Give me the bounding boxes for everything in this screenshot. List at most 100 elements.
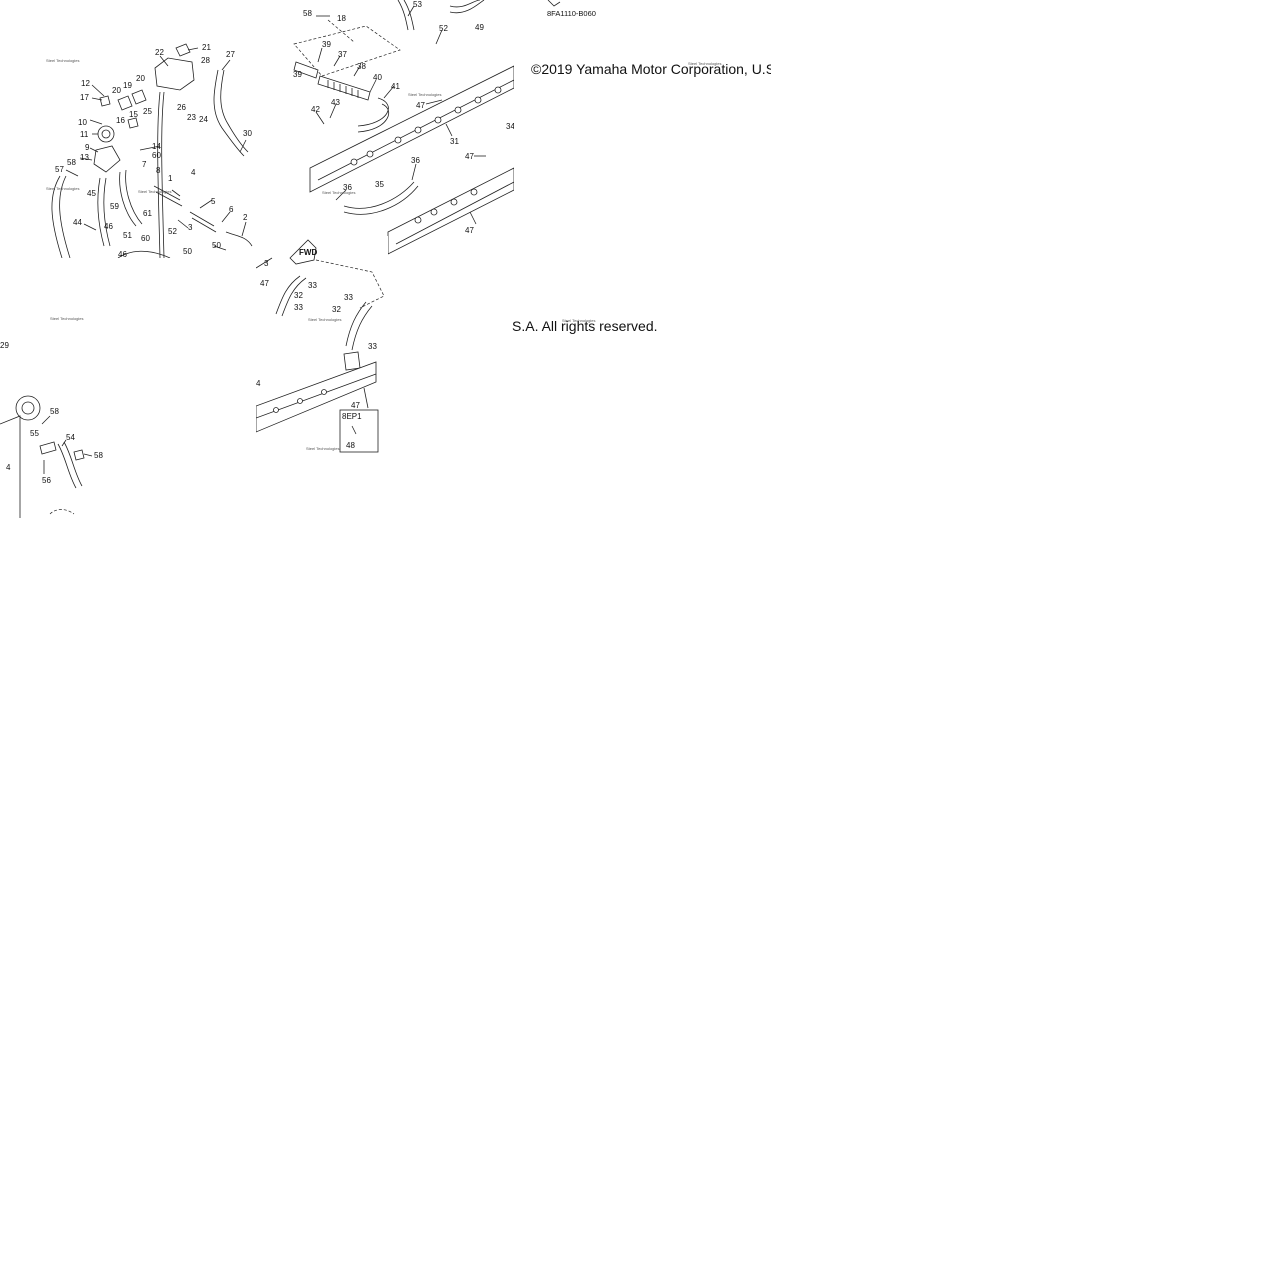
callout-46a: 46: [104, 222, 113, 231]
callout-b-43: 43: [331, 98, 340, 107]
callout-57: 57: [55, 165, 64, 174]
callout-27: 27: [226, 50, 235, 59]
reservoir-tank: [154, 57, 195, 91]
fwd-label: FWD: [299, 248, 317, 257]
callout-b-49: 49: [475, 23, 484, 32]
diagram-tile-pump: 58 55 54 58 56 4: [0, 388, 120, 518]
callout-d-58a: 58: [50, 407, 59, 416]
fitting-58b: [73, 449, 85, 461]
reservoir-cap: [175, 43, 191, 57]
fwd-drawing: FWD 8EP1 3 47 33 32 33 33 32 33 47 48: [256, 239, 385, 453]
watermark-copyright-2: Steel Technologies: [688, 61, 722, 66]
callout-d-56: 56: [42, 476, 51, 485]
fwd-arrow: [289, 239, 317, 265]
watermark-a1: Steel Technologies: [46, 58, 80, 63]
callout-2: 2: [243, 213, 248, 222]
callout-58: 58: [67, 158, 76, 167]
callout-b-47c: 47: [465, 226, 474, 235]
fitting-15: [127, 117, 139, 129]
clamp-55: [39, 441, 57, 455]
callout-26: 26: [177, 103, 186, 112]
connector-39: [293, 61, 319, 79]
watermark-c1: Steel Technologies: [50, 316, 84, 321]
callout-19: 19: [123, 81, 132, 90]
inset-box: [339, 409, 379, 453]
diagram-tile-fwd: FWD 8EP1 3 47 33 32 33 33 32 33 47 48: [256, 236, 388, 456]
callout-8: 8: [156, 166, 161, 175]
callout-51: 51: [123, 231, 132, 240]
hose-45-a: [97, 177, 105, 247]
callout-c-29: 29: [0, 341, 9, 350]
callout-b-36b: 36: [343, 183, 352, 192]
hose-45-b: [103, 177, 111, 247]
callout-46b: 46: [118, 250, 127, 258]
overflow-hose-inner: [161, 91, 165, 258]
callout-22: 22: [155, 48, 164, 57]
cluster-drawing: 22 21 27 28 12 17 20 19 20 26 23 24 25 1…: [46, 43, 252, 258]
callout-30: 30: [243, 129, 252, 138]
watermark-copyright: Steel Technologies: [562, 318, 596, 323]
callout-16: 16: [116, 116, 125, 125]
callout-d-54: 54: [66, 433, 75, 442]
fitting-20: [117, 95, 133, 111]
callout-b-42: 42: [311, 105, 320, 114]
callout-b-40: 40: [373, 73, 382, 82]
callout-9: 9: [85, 143, 90, 152]
pipe-38: [317, 75, 371, 101]
callout-6: 6: [229, 205, 234, 214]
pipe-1-a: [153, 185, 181, 201]
callout-13: 13: [80, 153, 89, 162]
callout-b-52: 52: [439, 24, 448, 33]
arrow-fragment: [547, 0, 561, 7]
callout-d-55: 55: [30, 429, 39, 438]
callout-e-33c: 33: [344, 293, 353, 302]
watermark-b2: Steel Technologies: [408, 92, 442, 97]
diagram-tile-hull-rails: 58 18 53 49 52 39 37 38 40 41 39 42 43 4…: [258, 0, 514, 258]
overflow-hose: [157, 91, 161, 258]
diagram-tile-cooling-cluster: 22 21 27 28 12 17 20 19 20 26 23 24 25 1…: [0, 0, 258, 258]
callout-b-47a: 47: [416, 101, 425, 110]
callout-10: 10: [78, 118, 87, 127]
pipe-5-a: [189, 211, 215, 227]
callout-e-33a: 33: [308, 281, 317, 290]
callout-b-36a: 36: [411, 156, 420, 165]
callout-23: 23: [187, 113, 196, 122]
callout-e-48: 48: [346, 441, 355, 450]
watermark-e1: Steel Technologies: [308, 317, 342, 322]
callout-15: 15: [129, 110, 138, 119]
watermark-a2: Steel Technologies: [46, 186, 80, 191]
callout-20b: 20: [136, 74, 145, 83]
callout-b-53: 53: [413, 0, 422, 9]
callout-b-34: 34: [506, 122, 514, 131]
callout-20a: 20: [112, 86, 121, 95]
callout-b-35: 35: [375, 180, 384, 189]
callout-1: 1: [168, 174, 173, 183]
pipe-1-b: [155, 191, 183, 207]
callout-25: 25: [143, 107, 152, 116]
callout-59: 59: [110, 202, 119, 211]
thermostat-inner: [101, 129, 111, 139]
callout-50b: 50: [183, 247, 192, 256]
dashed-frame: [293, 25, 401, 77]
callout-17: 17: [80, 93, 89, 102]
callout-e-32b: 32: [332, 305, 341, 314]
hose-27-a: [213, 69, 245, 157]
callout-b-41: 41: [391, 82, 400, 91]
callout-e-47a: 47: [260, 279, 269, 288]
hose-44-a: [51, 175, 63, 258]
hull-rail-upper: [309, 65, 514, 193]
callout-60b: 60: [141, 234, 150, 243]
callout-b-18: 18: [337, 14, 346, 23]
callout-50a: 50: [212, 241, 221, 250]
callout-b-39a: 39: [322, 40, 331, 49]
callout-b-31: 31: [450, 137, 459, 146]
callout-44: 44: [73, 218, 82, 227]
hull-drawing: 58 18 53 49 52 39 37 38 40 41 39 42 43 4…: [293, 0, 514, 255]
callout-e-33d: 33: [368, 342, 377, 351]
rail-holes-upper: [350, 86, 502, 166]
watermark-e2: Steel Technologies: [306, 446, 340, 451]
left-middle-drawing: 29 Steel Technologies: [0, 316, 84, 350]
callout-e-3: 3: [264, 259, 269, 268]
inset-label: 8EP1: [342, 412, 362, 421]
